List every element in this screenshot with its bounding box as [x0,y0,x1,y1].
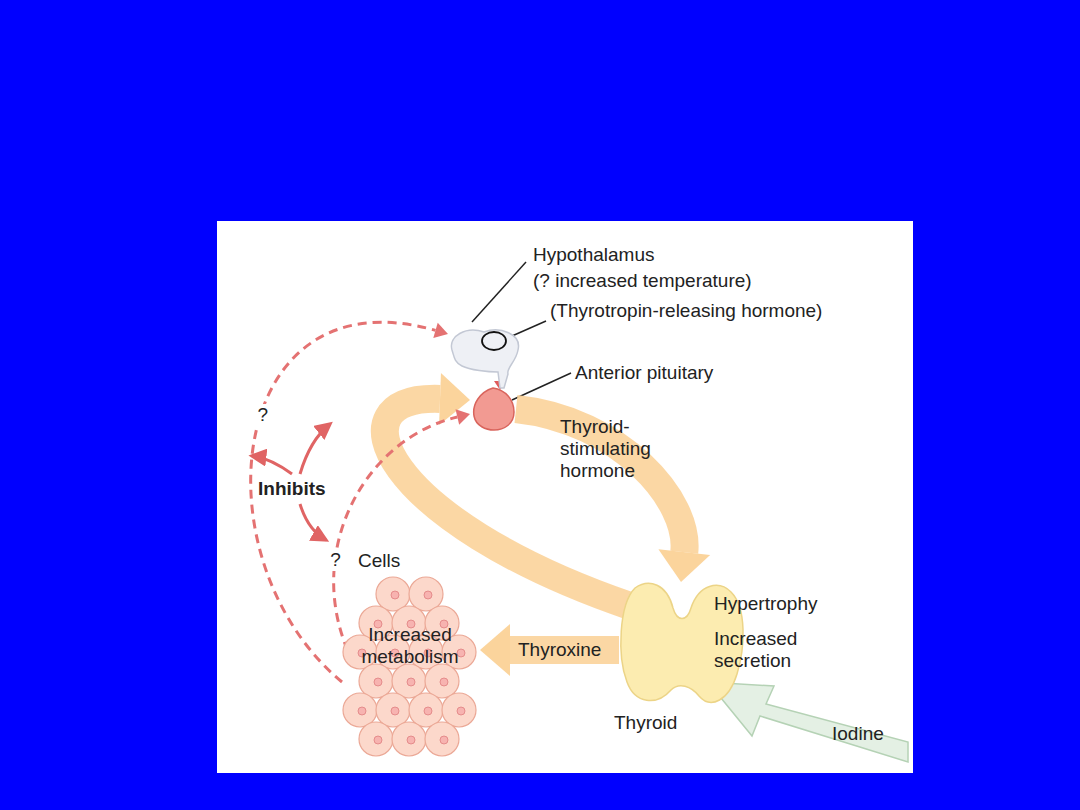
node-label: Cells [358,550,400,572]
cell-nucleus [391,707,399,715]
cell-nucleus [424,707,432,715]
edge-label: ? [255,404,270,426]
cell [359,722,393,756]
trh-ellipse [482,332,506,350]
arrow-body [516,409,685,552]
cell-nucleus [374,736,382,744]
cell-nucleus [457,707,465,715]
cell [392,722,426,756]
arrow-body [510,636,619,664]
cell-nucleus [424,591,432,599]
hormone-arrow [516,409,710,582]
cell-nucleus [374,678,382,686]
inhibit-arrow [300,504,326,540]
cell [425,722,459,756]
hormone-arrow [385,373,630,606]
arrow-head [658,549,710,582]
cell-nucleus [440,736,448,744]
node-label: Anterior pituitary [575,362,713,384]
inhibit-arrow [252,456,292,474]
annotation-label: Iodine [832,723,884,745]
node-label: Increased metabolism [348,624,472,668]
node-label: (? increased temperature) [533,270,752,292]
arrow-head [433,323,448,338]
iodine-arrow [708,682,908,762]
hypothalamus-shape [451,330,518,388]
pituitary-shape [474,388,514,430]
cell-nucleus [358,707,366,715]
cell-nucleus [407,678,415,686]
annotation-label: Inhibits [258,478,326,500]
leader-line [472,262,526,322]
annotation-label: (Thyrotropin-releasing hormone) [550,300,822,322]
node-label: Hypertrophy [714,593,818,615]
node-label: Thyroid [614,712,677,734]
hormone-arrow [480,624,619,676]
cell-nucleus [440,678,448,686]
arrow-head [480,624,510,676]
edge-label: Thyroxine [518,639,601,661]
cells-node: CellsIncreased metabolism [340,574,480,756]
anterior-pituitary-node: Anterior pituitary [470,388,516,430]
node-label: Hypothalamus [533,244,654,266]
cell [442,693,476,727]
edge-label: ? [328,549,343,571]
arrow-head [456,409,470,425]
hypothalamus-shape [448,328,520,374]
cell-nucleus [407,736,415,744]
leader-line [512,321,546,336]
inhibit-arrow [300,424,330,474]
anterior-pituitary-shape [470,388,516,430]
edge-label: Thyroid-stimulating hormone [560,416,666,482]
node-label: Increased secretion [714,628,826,672]
thyroid-node: ThyroidHypertrophyIncreased secretion [615,578,750,718]
cell-nucleus [391,591,399,599]
hypothalamus-node: Hypothalamus(? increased temperature) [448,328,520,374]
